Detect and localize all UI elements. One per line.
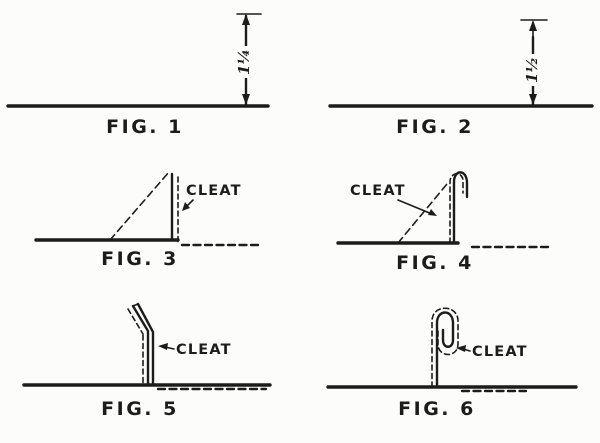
- fig1-dimension-text-gap: [236, 46, 253, 78]
- fig4-drawing: CLEAT: [336, 171, 554, 249]
- fig4-cleat-diagonal-dashed: [397, 183, 448, 244]
- fig4-cleat-leader-arrow-icon: [428, 209, 437, 216]
- fig5-cleat-label: CLEAT: [176, 342, 232, 358]
- fig5-caption: FIG. 5: [101, 398, 179, 420]
- figure-2: 1½ FIG. 2: [300, 0, 600, 148]
- fig3-cleat-label: CLEAT: [186, 183, 242, 199]
- fig6-caption: FIG. 6: [398, 398, 476, 420]
- figure-3: CLEAT FIG. 3: [0, 148, 300, 278]
- figure-5: CLEAT FIG. 5: [0, 278, 300, 443]
- fig5-cleat-fold-dashed: [127, 308, 144, 335]
- fig4-cleat-label: CLEAT: [350, 183, 406, 199]
- fig5-seam-back-edge: [136, 302, 155, 387]
- fig4-cleat-leader-line: [397, 199, 433, 215]
- fig2-dimension-label: 1½: [523, 57, 541, 83]
- fig3-drawing: CLEAT: [34, 171, 260, 247]
- fig2-drawing: 1½: [328, 19, 594, 108]
- fig6-cleat-leader-arrow-icon: [456, 345, 466, 352]
- fig6-cleat-wrap-dashed: [431, 307, 459, 388]
- fig3-cleat-diagonal-dashed: [109, 171, 170, 241]
- fig6-finished-seam-loop: [435, 311, 455, 389]
- fig2-dimension-arrow-down-icon: [529, 94, 537, 105]
- fig1-caption: FIG. 1: [106, 116, 184, 138]
- fig5-seam-fold-tip: [132, 303, 139, 307]
- fig4-hooked-edge: [452, 171, 469, 245]
- fig2-dimension-text-gap: [524, 54, 541, 86]
- fig1-dimension-label: 1¼: [235, 49, 253, 75]
- fig6-cleat-label: CLEAT: [472, 344, 528, 360]
- fig5-cleat-leader-arrow-icon: [158, 343, 168, 350]
- fig5-drawing: CLEAT: [22, 302, 272, 391]
- figure-1: 1¼ FIG. 1: [0, 0, 300, 148]
- fig4-cleat-hook-dashed: [449, 173, 464, 244]
- fig1-drawing: 1¼: [6, 13, 270, 108]
- fig2-dimension-arrow-up-icon: [529, 20, 537, 31]
- fig5-seam-front-edge: [131, 304, 150, 387]
- figure-6: CLEAT FIG. 6: [300, 278, 600, 443]
- fig1-dimension-arrow-down-icon: [242, 94, 250, 105]
- figure-4: CLEAT FIG. 4: [300, 148, 600, 278]
- fig1-dimension-arrow-up-icon: [242, 14, 250, 25]
- fig4-caption: FIG. 4: [396, 252, 474, 274]
- fig6-drawing: CLEAT: [326, 307, 578, 393]
- fig2-caption: FIG. 2: [396, 116, 474, 138]
- fig3-caption: FIG. 3: [101, 248, 179, 270]
- fig3-cleat-leader-arrow-icon: [182, 202, 190, 211]
